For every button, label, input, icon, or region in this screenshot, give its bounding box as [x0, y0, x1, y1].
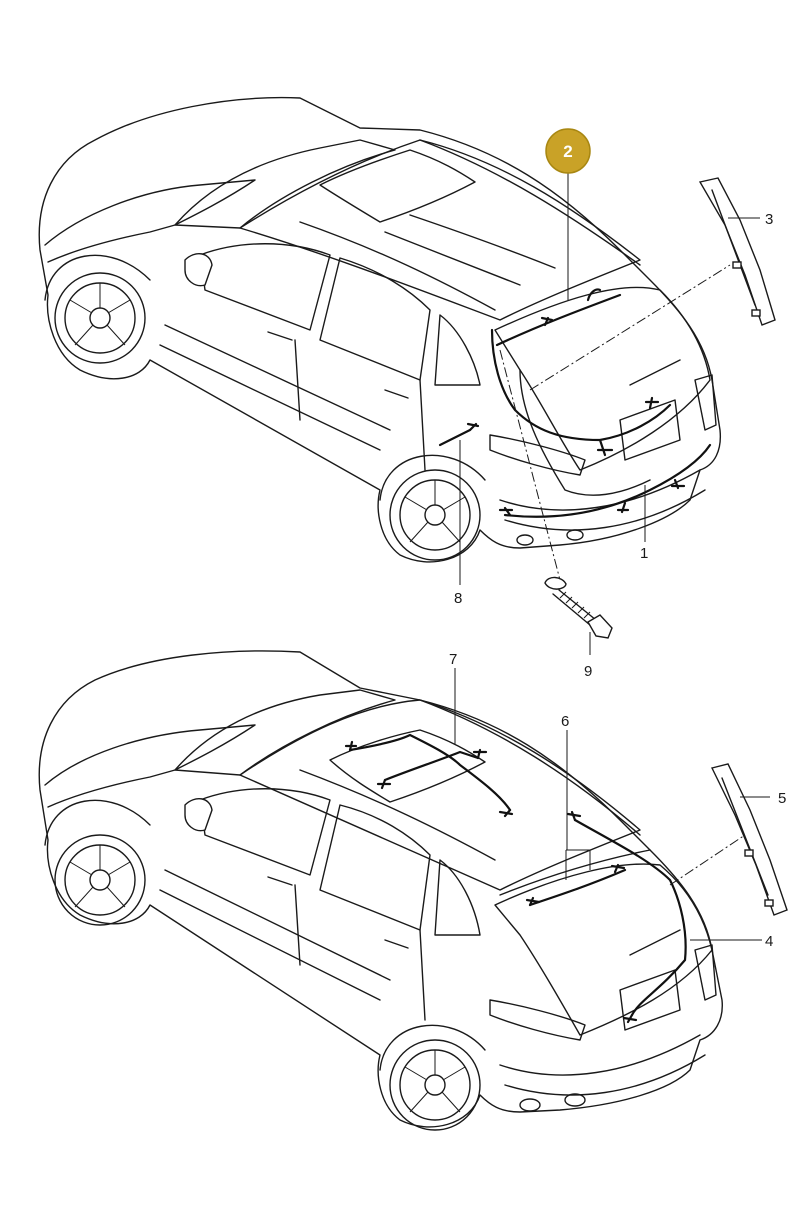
callout-label-7[interactable]: 7	[449, 651, 457, 668]
guide-line-9	[499, 349, 561, 581]
vehicle-bottom	[38, 650, 723, 1131]
callout-label-3[interactable]: 3	[765, 211, 773, 228]
cable-part-9	[544, 576, 613, 639]
callout-badge-2[interactable]: 2	[545, 128, 591, 174]
callout-label-4[interactable]: 4	[765, 933, 773, 950]
vehicle-top	[38, 96, 722, 563]
rear-harness-top	[438, 288, 712, 518]
guide-line-5	[669, 834, 746, 886]
callout-label-6[interactable]: 6	[561, 713, 569, 730]
callout-label-1[interactable]: 1	[640, 545, 648, 562]
callout-label-9[interactable]: 9	[584, 663, 592, 680]
bracket-part-5	[710, 763, 788, 916]
callout-label-5[interactable]: 5	[778, 790, 786, 807]
callout-label-8[interactable]: 8	[454, 590, 462, 607]
roof-harness-bottom	[344, 733, 687, 1024]
callout-label-2: 2	[563, 142, 572, 161]
guide-line-3	[529, 264, 731, 391]
bracket-part-3	[698, 177, 776, 326]
